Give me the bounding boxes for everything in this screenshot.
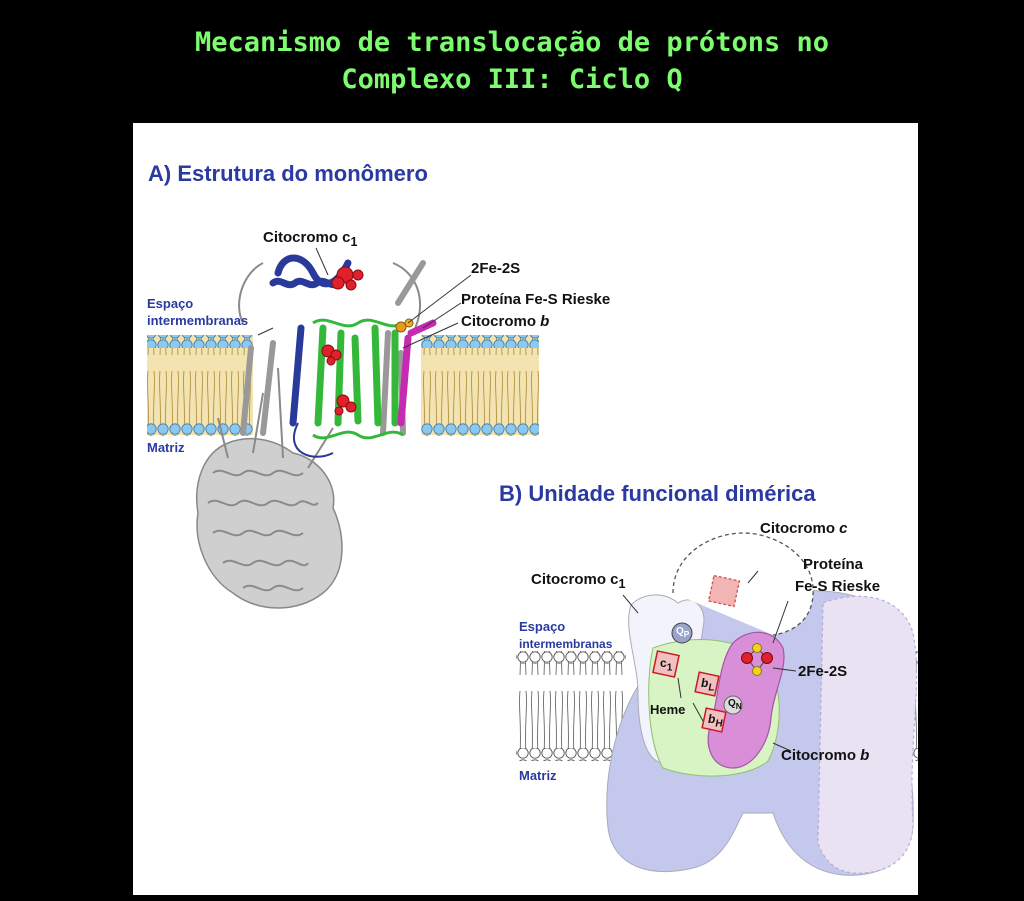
label-b-heme-bh: bH	[708, 712, 723, 729]
label-b-qp: QP	[676, 626, 689, 639]
label-b-rieske-2: Fe-S Rieske	[795, 578, 881, 595]
label-b-heme-c1-sub: 1	[666, 662, 673, 674]
label-b-cyt-c1-text: Citocromo c	[531, 571, 619, 588]
slide-title: Mecanismo de translocação de prótons no …	[0, 24, 1024, 98]
title-line-2: Complexo III: Ciclo Q	[341, 64, 683, 95]
label-a-space-2: intermembranas	[147, 313, 249, 328]
panel-a-heading: A) Estrutura do monômero	[148, 161, 428, 186]
label-a-cyt-b-text: Citocromo	[461, 313, 536, 330]
label-b-qp-text: Q	[676, 626, 684, 637]
label-b-heme-bl-text: b	[701, 676, 709, 690]
title-line-1: Mecanismo de translocação de prótons no	[195, 27, 829, 58]
label-a-cyt-c1-sub: 1	[350, 235, 358, 249]
label-a-2fe2s: 2Fe-2S	[471, 260, 521, 277]
label-b-qn: QN	[728, 698, 742, 711]
label-b-rieske-1: Proteína	[803, 556, 864, 573]
label-b-cyt-c-italic: c	[839, 520, 848, 537]
label-b-heme-c1-text: c	[660, 656, 667, 670]
label-b-heme-bl: bL	[701, 676, 714, 693]
label-b-heme-bl-sub: L	[708, 682, 715, 694]
label-a-cyt-c1: Citocromo c1	[263, 229, 357, 249]
label-b-heme-bh-text: b	[708, 712, 716, 726]
membrane-a	[147, 335, 539, 436]
label-b-matrix: Matriz	[519, 768, 557, 783]
label-b-cyt-b-text: Citocromo	[781, 747, 856, 764]
label-b-heme-c1: c1	[660, 656, 672, 673]
label-a-matrix: Matriz	[147, 440, 185, 455]
label-b-cyt-c: Citocromo c	[760, 520, 848, 537]
label-a-rieske: Proteína Fe-S Rieske	[461, 291, 611, 308]
figure-drawing	[147, 247, 918, 876]
label-b-space-2: intermembranas	[519, 637, 613, 651]
label-a-cyt-b-italic: b	[540, 313, 550, 330]
label-b-cyt-c1-sub: 1	[618, 577, 626, 591]
label-a-cyt-c1-text: Citocromo c	[263, 229, 351, 246]
label-b-qn-text: Q	[728, 698, 736, 709]
dimer-schematic-b	[606, 532, 918, 876]
protein-structure-a	[196, 254, 437, 609]
label-b-cyt-c1: Citocromo c1	[531, 571, 625, 591]
figure-panel: A) Estrutura do monômero Citocromo c1 2F…	[133, 123, 918, 895]
label-b-qn-sub: N	[735, 701, 742, 711]
label-b-cyt-c-text: Citocromo	[760, 520, 835, 537]
label-b-cyt-b-italic: b	[860, 747, 870, 764]
label-b-heme: Heme	[650, 702, 686, 717]
label-b-qp-sub: P	[683, 629, 690, 639]
membrane-b	[516, 651, 918, 761]
label-b-cyt-b: Citocromo b	[781, 747, 869, 764]
label-b-2fe2s: 2Fe-2S	[798, 663, 848, 680]
label-a-space-1: Espaço	[147, 296, 194, 311]
label-b-space-1: Espaço	[519, 619, 566, 634]
label-b-heme-bh-sub: H	[715, 718, 723, 730]
panel-b-heading: B) Unidade funcional dimérica	[499, 481, 816, 506]
label-a-cyt-b: Citocromo b	[461, 313, 549, 330]
